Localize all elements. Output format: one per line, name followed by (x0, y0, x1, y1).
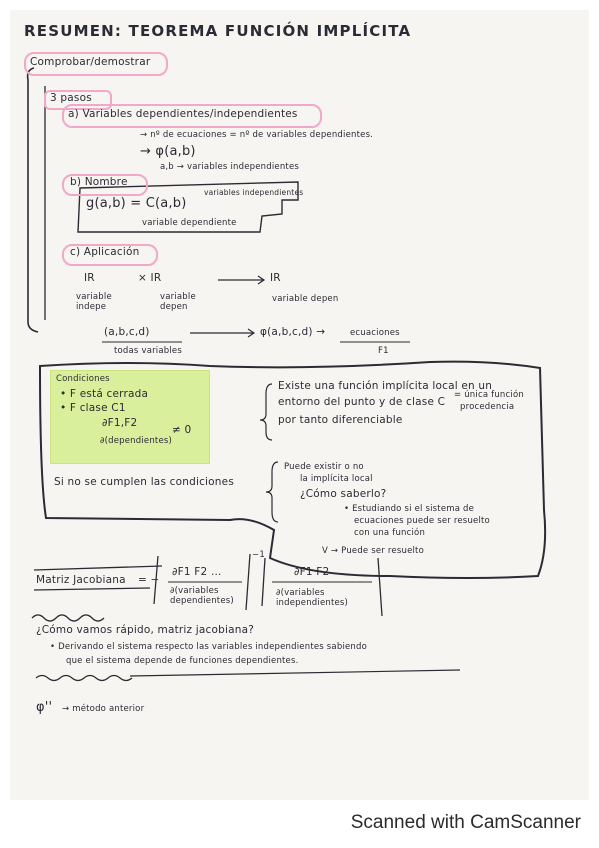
camscanner-watermark: Scanned with CamScanner (350, 812, 581, 833)
paso-c-map-times: × IR (138, 272, 162, 284)
paso-b-box (62, 174, 148, 196)
jacobiana-exp: −1 (252, 550, 265, 560)
paso-c-map1: IR (84, 272, 95, 284)
jacobiana-d2: ∂(variables independientes) (276, 588, 349, 608)
paso-c-vd: variable depen (272, 294, 339, 304)
paso-c-label: c) Aplicación (70, 246, 140, 258)
result-line-3: por tanto diferenciable (278, 414, 403, 426)
paso-b-formula: g(a,b) = C(a,b) (86, 196, 187, 211)
paso-a-fn: → φ(a,b) (140, 144, 196, 159)
result-line-2b: = única función (454, 390, 524, 400)
jacobiana-n2: ∂F1 F2 (294, 566, 330, 578)
comprobar-label: Comprobar/demostrar (30, 56, 151, 68)
jacobiana-label: Matriz Jacobiana (36, 574, 126, 586)
condicion-3-ne: ≠ 0 (172, 424, 192, 436)
condicion-2: • F clase C1 (60, 402, 126, 414)
pen-strokes (26, 67, 547, 682)
paso-c-ecuaciones: ecuaciones (350, 328, 400, 338)
paso-c-vi1: variable indepe (76, 292, 112, 312)
paso-b-label: b) Nombre (70, 176, 128, 188)
paso-a-box (62, 104, 322, 128)
paso-c-arrow-to: φ(a,b,c,d) → (260, 326, 326, 338)
jacobiana-n1: ∂F1 F2 ... (172, 566, 222, 578)
no-cumple-r3: ¿Cómo saberlo? (300, 488, 387, 500)
condiciones-highlight (50, 370, 210, 464)
rapido-answer-1: • Derivando el sistema respecto las vari… (50, 642, 368, 652)
paso-a-note2: a,b → variables independientes (160, 162, 300, 172)
no-cumple-r7: V → Puede ser resuelto (322, 546, 424, 556)
jacobiana-eq: = − (138, 574, 160, 586)
paso-c-tuple-note: todas variables (114, 346, 182, 356)
paso-c-fi: F1 (378, 346, 389, 356)
paso-c-tuple: (a,b,c,d) (104, 326, 150, 338)
result-line-2: entorno del punto y de clase C (278, 396, 446, 408)
no-cumple-r5: ecuaciones puede ser resuelto (354, 516, 490, 526)
no-cumple-r4: • Estudiando si el sistema de (344, 504, 475, 514)
jacobiana-d1: ∂(variables dependientes) (170, 586, 234, 606)
condicion-3-num: ∂F1,F2 (102, 417, 138, 429)
paso-a-label: a) Variables dependientes/independientes (68, 108, 298, 120)
phi2-symbol: φ'' (36, 700, 53, 715)
condiciones-title: Condiciones (56, 374, 110, 384)
result-line-2c: procedencia (460, 402, 515, 412)
no-cumple-r1: Puede existir o no (284, 462, 364, 472)
paso-c-box (62, 244, 158, 266)
condicion-1: • F está cerrada (60, 388, 149, 400)
result-line-1: Existe una función implícita local en un (278, 380, 493, 392)
paso-c-map2: IR (270, 272, 281, 284)
paso-c-vi2: variable depen (160, 292, 196, 312)
pasos-label: 3 pasos (50, 92, 92, 104)
page-title: RESUMEN: TEOREMA FUNCIÓN IMPLÍCITA (24, 22, 412, 40)
no-cumple-r2: la implícita local (300, 474, 373, 484)
condicion-3-den: ∂(dependientes) (100, 436, 173, 446)
paso-a-note1: → nº de ecuaciones = nº de variables dep… (140, 130, 374, 140)
paso-b-var-dep: variable dependiente (142, 218, 237, 228)
no-cumple-r6: con una función (354, 528, 426, 538)
rapido-question: ¿Cómo vamos rápido, matriz jacobiana? (36, 624, 255, 636)
comprobar-box (24, 52, 168, 76)
pasos-box (44, 90, 112, 110)
no-cumple-label: Si no se cumplen las condiciones (54, 476, 234, 488)
phi2-text: → método anterior (62, 704, 145, 714)
rapido-answer-2: que el sistema depende de funciones depe… (66, 656, 299, 666)
scanned-page: RESUMEN: TEOREMA FUNCIÓN IMPLÍCITA Compr… (10, 10, 589, 800)
paso-b-var-indep: variables independientes (204, 188, 304, 197)
